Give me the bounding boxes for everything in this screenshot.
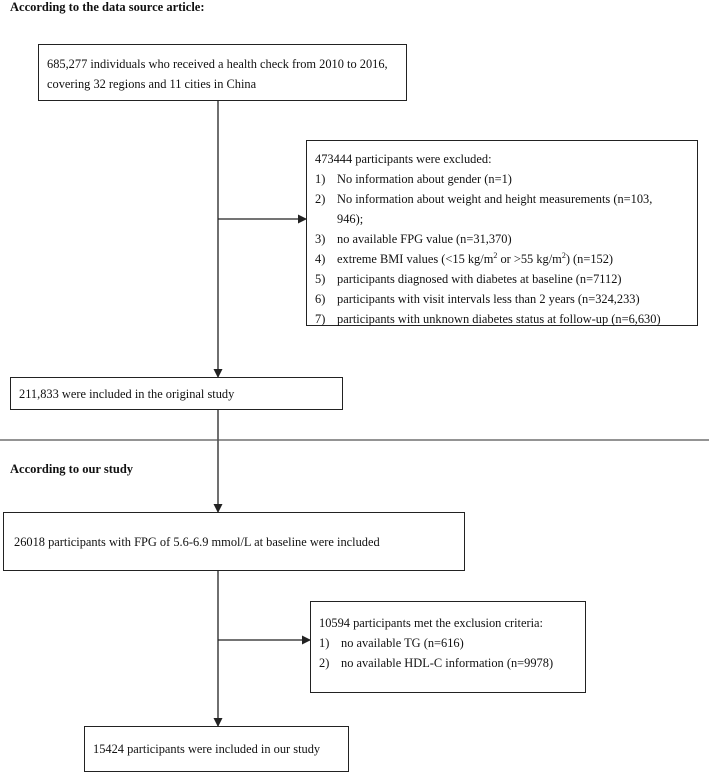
- exclusion-1-item: 1)No information about gender (n=1): [315, 172, 512, 186]
- final-study-box: 15424 participants were included in our …: [84, 726, 349, 772]
- exclusion-1-item: 4)extreme BMI values (<15 kg/m2 or >55 k…: [315, 250, 614, 266]
- original-study-text: 211,833 were included in the original st…: [19, 387, 235, 401]
- initial-box-line-1: 685,277 individuals who received a healt…: [47, 57, 388, 71]
- exclusion-2-title: 10594 participants met the exclusion cri…: [319, 616, 543, 630]
- exclusion-1-item: 6)participants with visit intervals less…: [315, 292, 640, 306]
- section-heading-source: According to the data source article:: [10, 0, 205, 14]
- exclusion-1-title: 473444 participants were excluded:: [315, 152, 492, 166]
- exclusion-1-item: 3)no available FPG value (n=31,370): [315, 232, 512, 246]
- section-heading-our-study: According to our study: [10, 462, 134, 476]
- original-study-box: 211,833 were included in the original st…: [10, 377, 343, 410]
- exclusion-2-list: 1)no available TG (n=616) 2)no available…: [319, 633, 585, 673]
- exclusion-1-item: 2)No information about weight and height…: [315, 192, 653, 226]
- initial-population-box: 685,277 individuals who received a healt…: [38, 44, 407, 101]
- exclusion-2-item: 1)no available TG (n=616): [319, 636, 464, 650]
- baseline-box: 26018 participants with FPG of 5.6-6.9 m…: [3, 512, 465, 571]
- exclusion-2-item: 2)no available HDL-C information (n=9978…: [319, 656, 554, 670]
- initial-box-line-2: covering 32 regions and 11 cities in Chi…: [47, 77, 257, 91]
- exclusion-1-item: 5)participants diagnosed with diabetes a…: [315, 272, 622, 286]
- exclusion-1-item: 7)participants with unknown diabetes sta…: [315, 312, 661, 326]
- exclusion-box-2: 10594 participants met the exclusion cri…: [310, 601, 586, 693]
- exclusion-box-1: 473444 participants were excluded: 1)No …: [306, 140, 698, 326]
- baseline-text: 26018 participants with FPG of 5.6-6.9 m…: [14, 535, 380, 549]
- final-study-text: 15424 participants were included in our …: [93, 742, 321, 756]
- exclusion-1-list: 1)No information about gender (n=1) 2)No…: [315, 169, 697, 329]
